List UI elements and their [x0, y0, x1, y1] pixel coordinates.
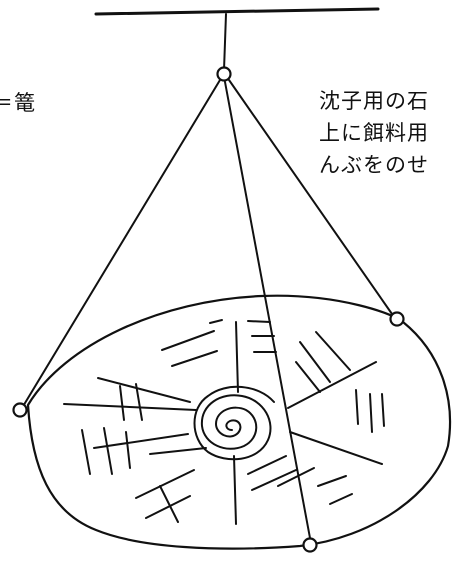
- right-caption-line-2: 上に餌料用: [319, 121, 429, 145]
- right-caption-line-3: んぶをのせ: [319, 153, 429, 177]
- right-caption-line-1: 沈子用の石: [319, 89, 429, 113]
- right-rim-ring: [389, 311, 405, 327]
- rope-to-left-ring: [21, 79, 221, 409]
- basket-outline: [26, 294, 452, 550]
- bottom-rim-ring: [302, 537, 318, 553]
- rope-to-bottom-ring: [224, 81, 311, 539]
- top-ring: [216, 66, 232, 82]
- hanging-bar: [94, 7, 380, 16]
- left-caption: ＝篭: [0, 91, 36, 115]
- suspension-line: [223, 13, 227, 71]
- rope-to-right-ring: [228, 79, 393, 315]
- center-spiral: [193, 385, 275, 461]
- left-rim-ring: [12, 402, 28, 418]
- basket-slats: [63, 319, 385, 525]
